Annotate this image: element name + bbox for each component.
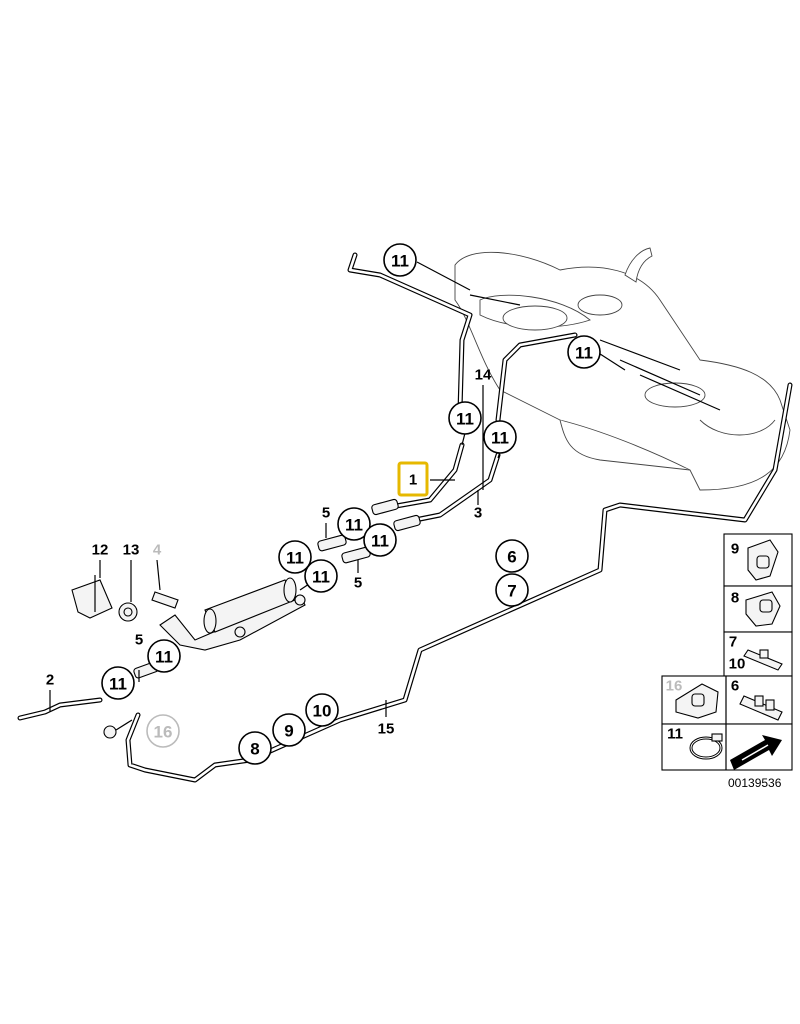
label-12[interactable]: 12 [92,542,109,559]
fuel-tank-drawing [454,247,791,491]
callout-11-i[interactable]: 11 [147,639,181,673]
callout-11-j[interactable]: 11 [101,666,135,700]
svg-text:1: 1 [409,472,417,489]
callout-6[interactable]: 6 [495,539,529,573]
svg-text:11: 11 [371,532,389,551]
legend-item-9[interactable]: 9 [731,539,779,581]
selected-part-1[interactable]: 1 [397,461,429,497]
svg-text:11: 11 [667,726,683,743]
svg-text:11: 11 [109,675,127,694]
callout-9[interactable]: 9 [272,713,306,747]
pipe-part-2 [17,697,103,721]
bolt-part [103,719,133,739]
svg-text:11: 11 [456,410,474,429]
label-15[interactable]: 15 [378,721,395,738]
label-13[interactable]: 13 [123,542,140,559]
fuel-filter-drawing [159,577,313,651]
svg-text:11: 11 [286,549,304,568]
svg-text:7: 7 [729,634,737,651]
legend-item-7-10[interactable]: 7 10 [729,634,783,673]
callout-11-b[interactable]: 11 [567,335,601,369]
callout-11-g[interactable]: 11 [278,540,312,574]
svg-text:6: 6 [507,548,516,567]
svg-text:7: 7 [507,582,516,601]
svg-text:11: 11 [575,344,593,363]
label-14[interactable]: 14 [475,367,492,384]
label-3[interactable]: 3 [474,505,482,522]
legend-item-11[interactable]: 11 [667,726,723,760]
nut-part-13 [118,602,138,622]
diagram-id: 00139536 [728,776,782,790]
callout-11-c[interactable]: 11 [448,401,482,435]
hoses-part-5 [133,498,421,679]
arrow-icon [730,735,782,770]
svg-text:9: 9 [284,722,293,741]
callout-8[interactable]: 8 [238,731,272,765]
bracket-part-12 [71,575,113,619]
svg-text:16: 16 [154,723,173,742]
svg-text:11: 11 [391,252,409,271]
legend-item-16-6[interactable]: 16 6 [666,678,783,721]
callout-11-d[interactable]: 11 [483,420,517,454]
label-5-b[interactable]: 5 [354,575,362,592]
svg-text:8: 8 [731,590,739,607]
svg-text:16: 16 [666,678,683,695]
svg-text:8: 8 [250,740,259,759]
pipe-part-1 [382,442,465,511]
label-5-c[interactable]: 5 [135,632,143,649]
svg-text:6: 6 [731,678,739,695]
callout-11-h[interactable]: 11 [304,559,338,593]
pipe-part-3 [402,452,501,525]
feed-lines-14 [347,252,578,423]
callout-11-e[interactable]: 11 [337,507,371,541]
svg-text:11: 11 [312,568,330,587]
fuel-line-15 [125,382,793,783]
label-4[interactable]: 4 [153,542,162,559]
svg-text:10: 10 [313,702,332,721]
callout-10[interactable]: 10 [305,693,339,727]
callout-16[interactable]: 16 [146,714,180,748]
clip-part-4 [151,591,179,609]
svg-text:11: 11 [345,516,363,535]
svg-text:11: 11 [491,429,509,448]
callout-11-a[interactable]: 11 [383,243,417,277]
svg-text:10: 10 [729,656,746,673]
leader-lines [49,261,626,717]
label-5-a[interactable]: 5 [322,505,330,522]
label-2[interactable]: 2 [46,672,54,689]
svg-text:9: 9 [731,541,739,558]
legend-panel: 9 8 7 10 16 6 11 [661,533,793,771]
callout-7[interactable]: 7 [495,573,529,607]
callout-11-f[interactable]: 11 [363,523,397,557]
legend-item-8[interactable]: 8 [731,590,781,627]
svg-text:11: 11 [155,648,173,667]
